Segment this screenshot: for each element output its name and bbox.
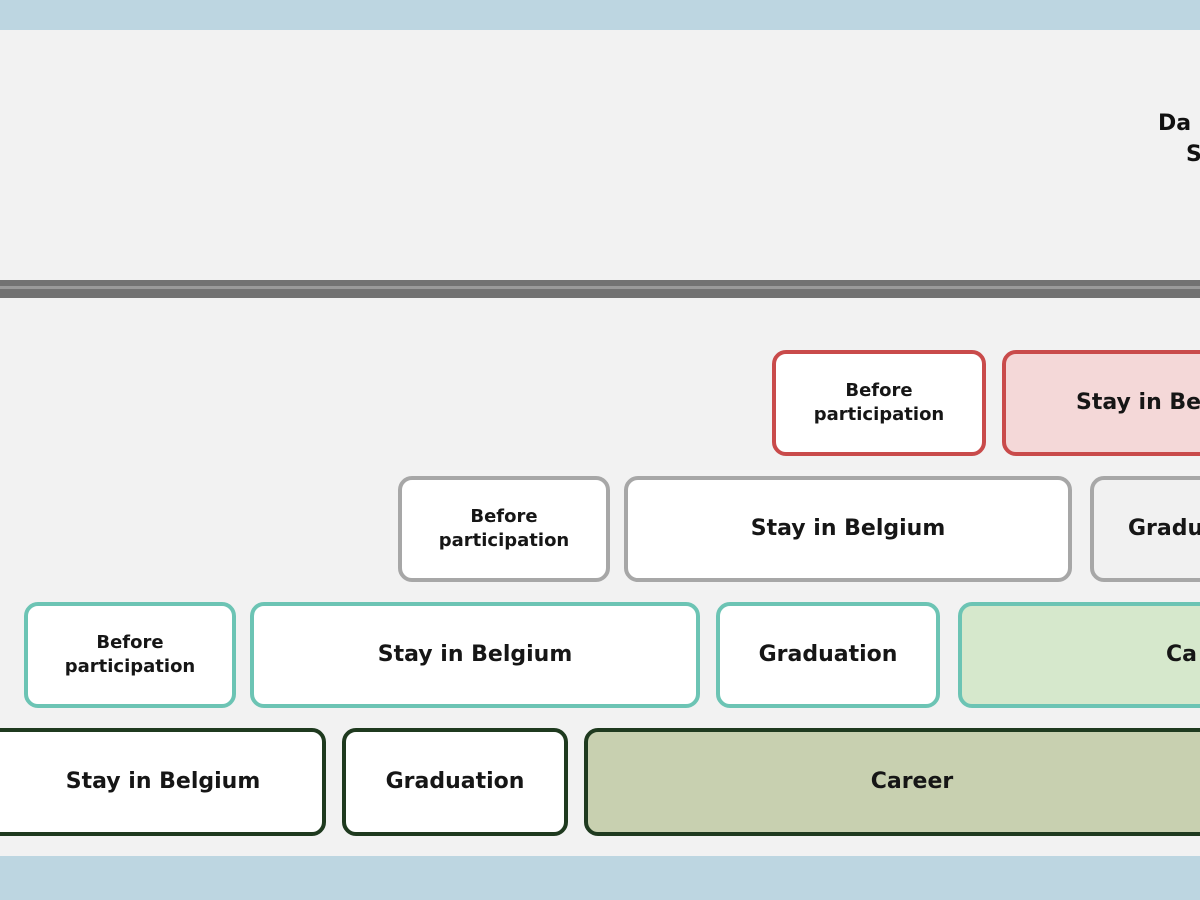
teal-graduation-text: Graduation bbox=[758, 642, 898, 667]
dark-graduation-text: Graduation bbox=[385, 769, 525, 794]
teal-graduation-box: Graduation bbox=[716, 602, 940, 708]
gray-before-participation-box: Before participation bbox=[398, 476, 610, 582]
teal-stay-text: Stay in Belgium bbox=[377, 642, 573, 667]
gray-stay-text: Stay in Belgium bbox=[750, 516, 946, 541]
header-label: Da S bbox=[1158, 108, 1200, 170]
red-before-participation-box: Before participation bbox=[772, 350, 986, 456]
red-stay-text: Stay in Be bbox=[1076, 390, 1200, 415]
gray-before-participation-text: Before participation bbox=[438, 506, 570, 551]
teal-career-box: Ca bbox=[958, 602, 1200, 708]
dark-career-box: Career bbox=[584, 728, 1200, 836]
teal-career-text: Ca bbox=[1166, 642, 1197, 667]
header-label-line-2: S bbox=[1186, 142, 1200, 167]
gray-graduation-box: Gradu bbox=[1090, 476, 1200, 582]
dark-graduation-box: Graduation bbox=[342, 728, 568, 836]
section-divider bbox=[0, 280, 1200, 298]
teal-before-participation-text: Before participation bbox=[64, 632, 196, 677]
teal-stay-box: Stay in Belgium bbox=[250, 602, 700, 708]
red-before-participation-text: Before participation bbox=[813, 380, 945, 425]
diagram-panel: Da S Before participation Stay in Be Bef… bbox=[0, 30, 1200, 856]
teal-before-participation-box: Before participation bbox=[24, 602, 236, 708]
header-label-line-1: Da bbox=[1158, 111, 1192, 136]
red-stay-box: Stay in Be bbox=[1002, 350, 1200, 456]
gray-stay-box: Stay in Belgium bbox=[624, 476, 1072, 582]
dark-stay-box: Stay in Belgium bbox=[0, 728, 326, 836]
gray-graduation-text: Gradu bbox=[1128, 516, 1200, 541]
dark-career-text: Career bbox=[870, 769, 954, 794]
dark-stay-text: Stay in Belgium bbox=[65, 769, 261, 794]
